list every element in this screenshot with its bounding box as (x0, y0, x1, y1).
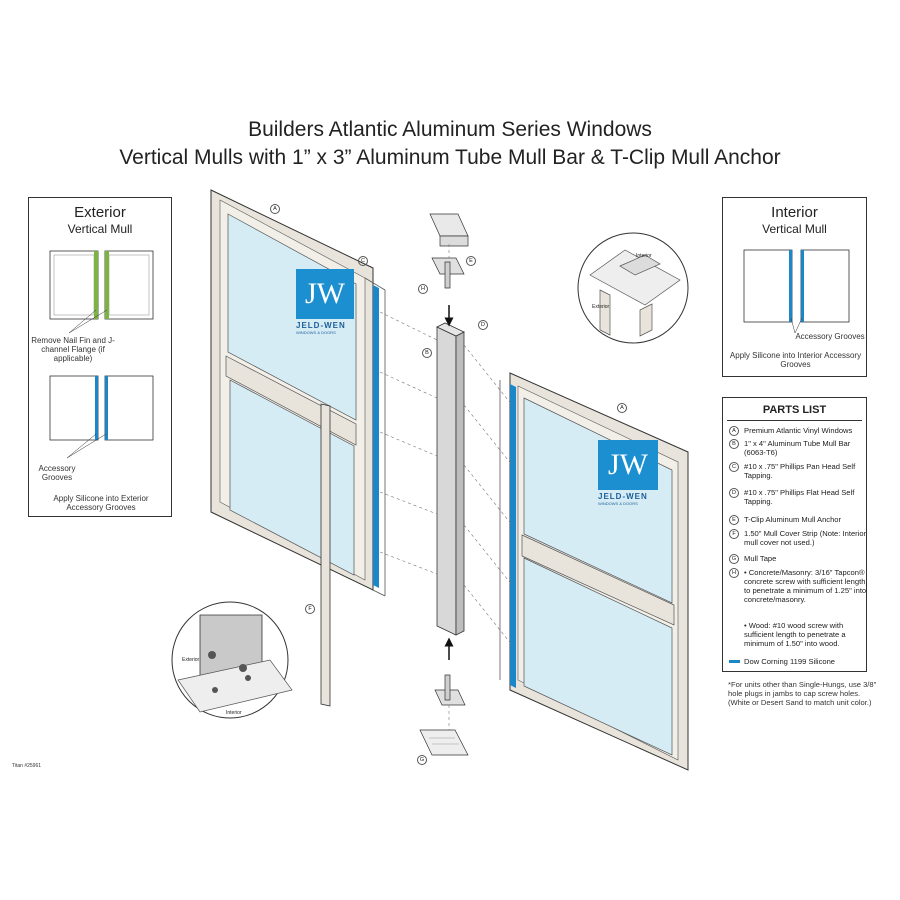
title-line-1: Builders Atlantic Aluminum Series Window… (248, 118, 652, 141)
parts-item-d: D #10 x .75" Phillips Flat Head Self Tapp… (729, 488, 854, 506)
parts-item-h-concrete-text: • Concrete/Masonry: 3/16" Tapcon® concre… (744, 568, 867, 604)
logo-left-brand: JELD-WEN (296, 321, 346, 330)
callout-a-left: A (270, 204, 280, 214)
silicone-legend-swatch (729, 660, 740, 663)
mull-bar (436, 305, 465, 660)
parts-item-f: F 1.50" Mull Cover Strip (Note: Interior … (729, 529, 866, 547)
logo-left-mark: JW (296, 269, 354, 319)
callout-b: B (422, 348, 432, 358)
bottom-detail-exterior-label: Exterior (182, 657, 200, 663)
badge-d: D (729, 488, 739, 498)
right-window (499, 372, 689, 771)
parts-item-b-text: 1" x 4" Aluminum Tube Mull Bar (6063-T6) (744, 439, 851, 457)
callout-h: H (418, 284, 428, 294)
callout-g: G (417, 755, 427, 765)
logo-left-tagline: WINDOWS & DOORS (296, 330, 336, 335)
callout-e: E (466, 256, 476, 266)
top-detail-circle (577, 232, 689, 344)
title-line-2: Vertical Mulls with 1” x 3” Aluminum Tub… (119, 146, 781, 169)
logo-left-initials: JW (305, 277, 345, 310)
exterior-silicone-note: Apply Silicone into Exterior Accessory G… (53, 494, 149, 512)
logo-right-initials: JW (608, 448, 648, 481)
callout-f: F (305, 604, 315, 614)
parts-item-b: B 1" x 4" Aluminum Tube Mull Bar (6063-T6… (729, 439, 850, 457)
drawing-id: Titan #25961 (12, 763, 42, 769)
interior-grooves-note: Accessory Grooves (795, 332, 865, 341)
badge-h: H (729, 568, 739, 578)
parts-item-g-text: Mull Tape (744, 554, 777, 563)
logo-right-brand: JELD-WEN (598, 492, 648, 501)
jeldwen-logo-left: JW JELD-WEN WINDOWS & DOORS (296, 269, 356, 349)
logo-right-tagline: WINDOWS & DOORS (598, 501, 638, 506)
bottom-clip-assembly (419, 674, 469, 756)
top-detail-interior-label: Interior (636, 253, 652, 259)
parts-item-a-text: Premium Atlantic Vinyl Windows (744, 426, 853, 435)
callout-a-right: A (617, 403, 627, 413)
interior-silicone-note: Apply Silicone into Interior Accessory G… (729, 351, 862, 369)
parts-item-h: H • Concrete/Masonry: 3/16" Tapcon® concr… (729, 568, 866, 604)
badge-f: F (729, 529, 739, 539)
bottom-detail-interior-label: Interior (226, 710, 242, 716)
parts-item-f-text: 1.50" Mull Cover Strip (Note: Interior m… (744, 529, 867, 547)
interior-panel-subtitle: Vertical Mull (762, 222, 827, 236)
parts-item-d-text: #10 x .75" Phillips Flat Head Self Tappi… (744, 488, 855, 506)
parts-item-g: G Mull Tape (729, 554, 776, 564)
exterior-panel-title: Exterior (74, 204, 126, 221)
interior-vertical-mull-panel: Interior Vertical Mull Accessory Grooves… (722, 197, 867, 377)
interior-panel-title: Interior (771, 204, 818, 221)
parts-item-e-text: T-Clip Aluminum Mull Anchor (744, 515, 842, 524)
alignment-lines (379, 244, 513, 730)
exterior-vertical-mull-panel: Exterior Vertical Mull Remove Nail Fin a… (28, 197, 172, 517)
exterior-mull-illustration (49, 250, 154, 459)
parts-item-a: A Premium Atlantic Vinyl Windows (729, 426, 852, 436)
badge-c: C (729, 462, 739, 472)
badge-e: E (729, 515, 739, 525)
parts-item-c-text: #10 x .75" Phillips Pan Head Self Tappin… (744, 462, 856, 480)
parts-footnote: *For units other than Single-Hungs, use … (728, 680, 877, 707)
parts-list-panel: PARTS LIST A Premium Atlantic Vinyl Windo… (722, 397, 867, 672)
badge-b: B (729, 439, 739, 449)
jeldwen-logo-right: JW JELD-WEN WINDOWS & DOORS (598, 440, 660, 520)
parts-item-c: C #10 x .75" Phillips Pan Head Self Tappi… (729, 462, 855, 480)
top-detail-exterior-label: Exterior (592, 304, 610, 310)
exterior-nail-fin-note: Remove Nail Fin and J-channel Flange (if… (31, 336, 115, 363)
parts-item-e: E T-Clip Aluminum Mull Anchor (729, 515, 841, 525)
parts-list-title: PARTS LIST (762, 404, 827, 416)
logo-right-mark: JW (598, 440, 658, 490)
badge-g: G (729, 554, 739, 564)
left-window (210, 189, 386, 597)
callout-d: D (478, 320, 488, 330)
parts-item-h-wood-text: • Wood: #10 wood screw with sufficient l… (744, 621, 846, 648)
badge-a: A (729, 426, 739, 436)
mull-cover-strip (320, 403, 331, 707)
exterior-panel-subtitle: Vertical Mull (67, 222, 133, 236)
interior-mull-illustration (743, 249, 850, 334)
exterior-grooves-note: Accessory Grooves (38, 464, 76, 482)
top-clip-assembly (429, 213, 469, 289)
callout-c: C (358, 256, 368, 266)
silicone-legend-label: Dow Corning 1199 Silicone (744, 657, 836, 666)
